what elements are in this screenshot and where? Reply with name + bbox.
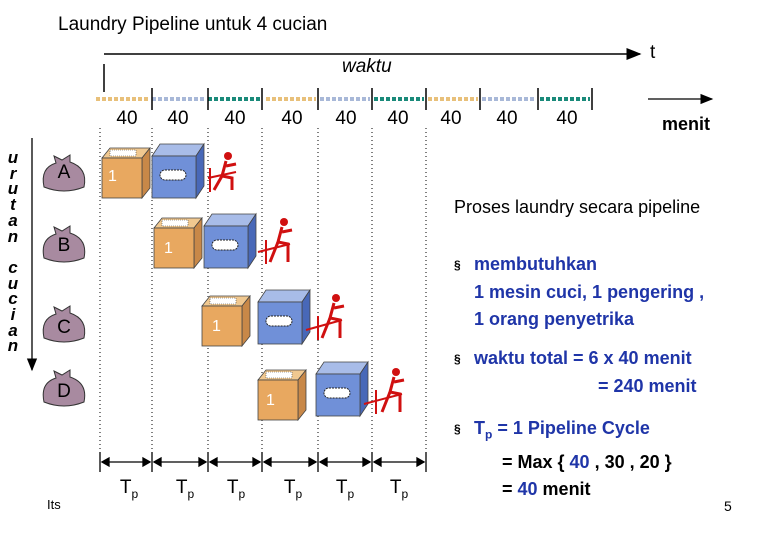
laundry-bag-c: [42, 305, 86, 343]
bullet-mark: §: [454, 421, 461, 436]
dryer-d: [315, 360, 369, 418]
bullet-mark: §: [454, 351, 461, 366]
tp-subscript: p: [485, 427, 493, 442]
bullet-mark: §: [454, 257, 461, 272]
bullet-text: = Max {: [502, 451, 570, 472]
bullet-text: menit: [537, 478, 591, 499]
tp-label: Tp: [283, 477, 303, 501]
bullet-text: = 1 Pipeline Cycle: [492, 418, 650, 438]
laundry-bag-d: [42, 369, 86, 407]
tp-label: Tp: [335, 477, 355, 501]
ironing-person-a: [207, 152, 237, 192]
order-axis-label: u r u t a n c u c i a n: [7, 148, 19, 356]
tp-label: Tp: [389, 477, 409, 501]
time-axis-symbol: t: [650, 42, 656, 63]
bullet-text: 1 orang penyetrika: [474, 308, 635, 329]
footer-source: Its: [47, 497, 61, 512]
bullet-total-time: § waktu total = 6 x 40 menit = 240 menit: [454, 345, 697, 400]
ironing-person-c: [305, 294, 345, 340]
tp-arrows: [99, 452, 427, 472]
duration-label: 40: [167, 108, 189, 129]
laundry-bag-b: [42, 225, 86, 263]
load-label-c: C: [57, 317, 71, 338]
tp-label: Tp: [119, 477, 139, 501]
stage-number-d: 1: [266, 392, 275, 409]
stage-number-c: 1: [212, 318, 221, 335]
bullet-text: waktu total = 6 x 40 menit: [474, 348, 692, 368]
stage-number-a: 1: [108, 168, 117, 185]
washer-c: [201, 294, 251, 348]
time-unit-label: menit: [662, 114, 711, 134]
washer-b: [153, 216, 203, 270]
bullet-text: , 30 , 20 }: [589, 451, 672, 472]
tp-label: Tp: [175, 477, 195, 501]
duration-label: 40: [556, 108, 578, 129]
load-label-a: A: [57, 162, 71, 183]
ironing-person-d: [363, 368, 405, 414]
dryer-a: [151, 142, 205, 200]
tp-symbol: T: [474, 418, 485, 438]
laundry-bag-a: [42, 154, 86, 192]
stage-number-b: 1: [164, 240, 173, 257]
explanation-title: Proses laundry secara pipeline: [454, 197, 701, 217]
duration-label: 40: [224, 108, 246, 129]
bullet-text: membutuhkan: [474, 254, 598, 274]
bullet-resources: § membutuhkan 1 mesin cuci, 1 pengering ,…: [454, 251, 704, 333]
ironing-person-b: [257, 218, 293, 264]
stage-boundaries: [151, 88, 593, 110]
load-label-d: D: [57, 381, 71, 402]
washer-d: [257, 368, 307, 422]
washer-a: [101, 146, 151, 200]
duration-label: 40: [496, 108, 518, 129]
bullet-text: = 240 menit: [598, 375, 697, 396]
dryer-c: [257, 288, 311, 346]
load-label-b: B: [57, 235, 71, 256]
time-axis-label: waktu: [342, 56, 392, 77]
bullet-pipeline-cycle: § Tp = 1 Pipeline Cycle = Max { 40 , 30 ,…: [454, 415, 672, 503]
dryer-b: [203, 212, 257, 270]
duration-label: 40: [281, 108, 303, 129]
slide-title: Laundry Pipeline untuk 4 cucian: [58, 14, 328, 35]
bullet-value: 40: [569, 451, 590, 472]
duration-label: 40: [335, 108, 357, 129]
duration-label: 40: [440, 108, 462, 129]
bullet-value: 40: [517, 478, 538, 499]
bullet-text: 1 mesin cuci, 1 pengering ,: [474, 281, 705, 302]
duration-label: 40: [387, 108, 409, 129]
tp-label: Tp: [226, 477, 246, 501]
bullet-text: =: [502, 478, 518, 499]
duration-label: 40: [116, 108, 138, 129]
page-number: 5: [724, 498, 732, 514]
